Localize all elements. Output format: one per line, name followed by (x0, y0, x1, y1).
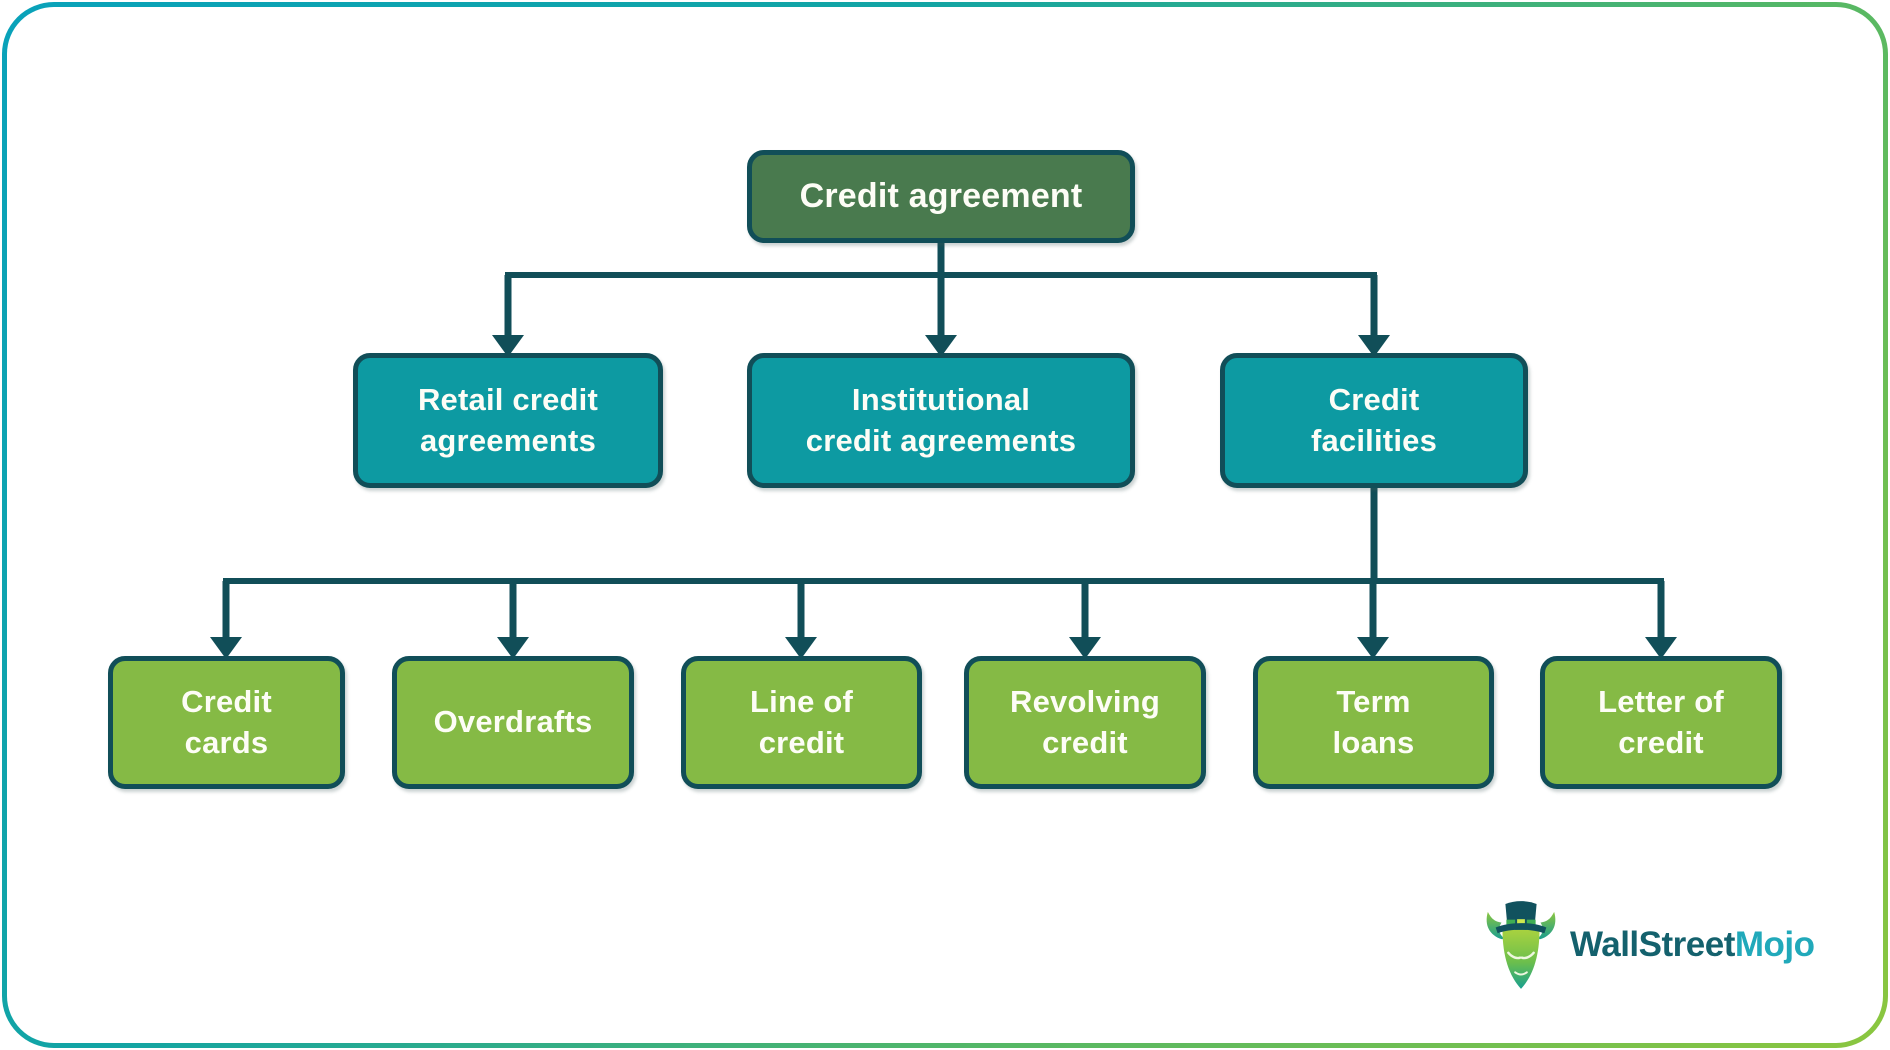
logo-wordmark-primary: WallStreet (1570, 925, 1735, 964)
node-line-of-credit-label: Line of credit (750, 683, 853, 760)
node-institutional-credit-agreements: Institutional credit agreements (747, 353, 1135, 488)
node-credit-cards: Credit cards (108, 656, 345, 789)
bull-mascot-icon (1486, 901, 1556, 989)
node-credit-cards-label: Credit cards (181, 683, 272, 760)
node-line-of-credit: Line of credit (681, 656, 922, 789)
node-letter-of-credit: Letter of credit (1540, 656, 1782, 789)
node-credit-facilities-label: Credit facilities (1310, 381, 1438, 458)
node-term-loans-label: Term loans (1332, 683, 1415, 760)
node-credit-facilities: Credit facilities (1220, 353, 1528, 488)
node-institutional-credit-agreements-label: Institutional credit agreements (805, 381, 1077, 458)
node-retail-credit-agreements: Retail credit agreements (353, 353, 663, 488)
node-credit-agreement-label: Credit agreement (799, 177, 1083, 216)
node-overdrafts: Overdrafts (392, 656, 634, 789)
node-overdrafts-label: Overdrafts (433, 704, 593, 740)
logo-wordmark-accent: Mojo (1734, 925, 1815, 964)
node-letter-of-credit-label: Letter of credit (1598, 683, 1724, 760)
node-revolving-credit: Revolving credit (964, 656, 1206, 789)
node-retail-credit-agreements-label: Retail credit agreements (417, 381, 599, 458)
node-revolving-credit-label: Revolving credit (1010, 683, 1160, 760)
wallstreetmojo-logo: WallStreetMojo (1482, 896, 1815, 994)
node-term-loans: Term loans (1253, 656, 1494, 789)
node-credit-agreement: Credit agreement (747, 150, 1135, 243)
logo-wordmark: WallStreetMojo (1570, 925, 1815, 965)
